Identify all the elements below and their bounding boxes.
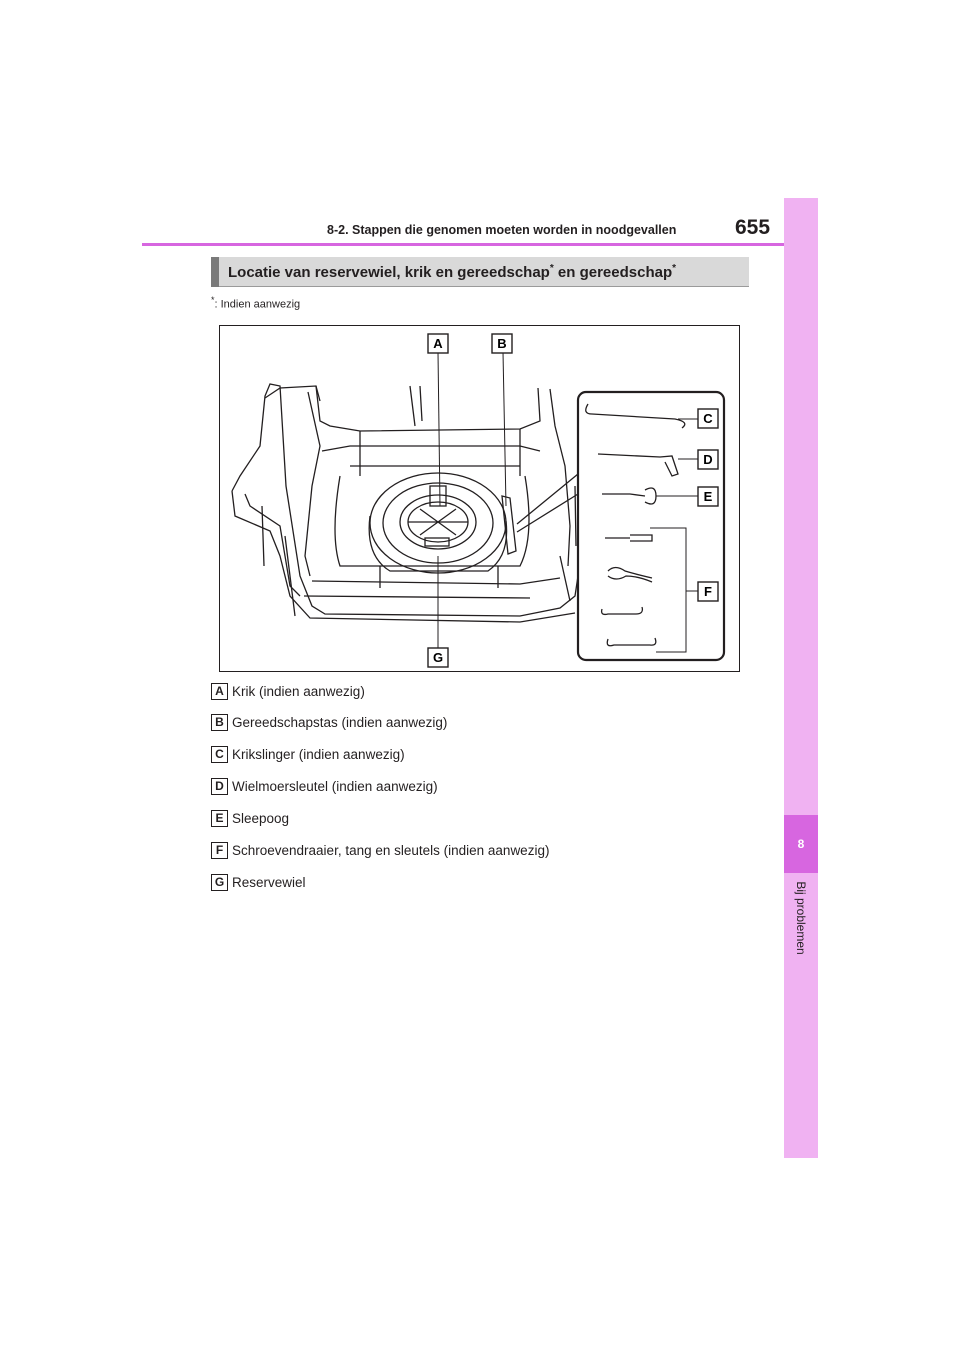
chapter-label: Bij problemen [794,881,808,955]
tools-inset-box [576,390,726,662]
callout-e: E [697,486,719,507]
legend-letter: A [211,683,228,701]
trunk-illustration-svg: A B C D E F G [231,333,726,668]
callout-c: C [697,408,719,429]
svg-text:D: D [703,452,712,467]
legend-letter: G [211,874,228,892]
legend-text: Reservewiel [232,875,306,891]
screwdriver-drawing [605,534,653,542]
legend-text: Wielmoersleutel (indien aanwezig) [232,779,438,795]
callout-d: D [697,449,719,470]
page-number: 655 [735,216,771,239]
legend-text: Sleepoog [232,811,290,827]
legend-letter: B [211,714,228,732]
legend-text: Schroevendraaier, tang en sleutels (indi… [232,843,550,859]
chapter-number-tab[interactable]: 8 [784,815,818,873]
section-title: Locatie van reservewiel, krik en gereeds… [228,263,677,281]
callout-a: A [427,333,449,354]
pliers-drawing [607,566,653,583]
trunk-illustration: A B C D E F G [219,325,740,672]
svg-text:A: A [433,336,443,351]
footnote: *: Indien aanwezig [211,295,301,311]
running-header: 8-2. Stappen die genomen moeten worden i… [327,223,677,237]
legend-text: Krikslinger (indien aanwezig) [232,747,405,763]
section-heading: Locatie van reservewiel, krik en gereeds… [211,257,749,287]
lug-wrench-drawing [597,453,679,477]
side-tab-band [784,198,818,1158]
svg-text:F: F [704,584,712,599]
legend-letter: C [211,746,228,764]
wrench-small-drawing [600,606,644,616]
svg-text:G: G [433,650,443,665]
legend-text: Gereedschapstas (indien aanwezig) [232,715,448,731]
svg-text:C: C [703,411,713,426]
legend-letter: E [211,810,228,828]
legend-letter: D [211,778,228,796]
callout-g: G [427,647,449,668]
legend-text: Krik (indien aanwezig) [232,684,365,700]
callout-f: F [697,581,719,602]
jack-handle-drawing [585,403,686,429]
callout-b: B [491,333,513,354]
wrench-large-drawing [606,637,657,647]
heading-accent-bar [211,257,219,287]
header-rule [142,243,784,246]
legend-letter: F [211,842,228,860]
svg-text:B: B [497,336,506,351]
svg-text:E: E [704,489,713,504]
